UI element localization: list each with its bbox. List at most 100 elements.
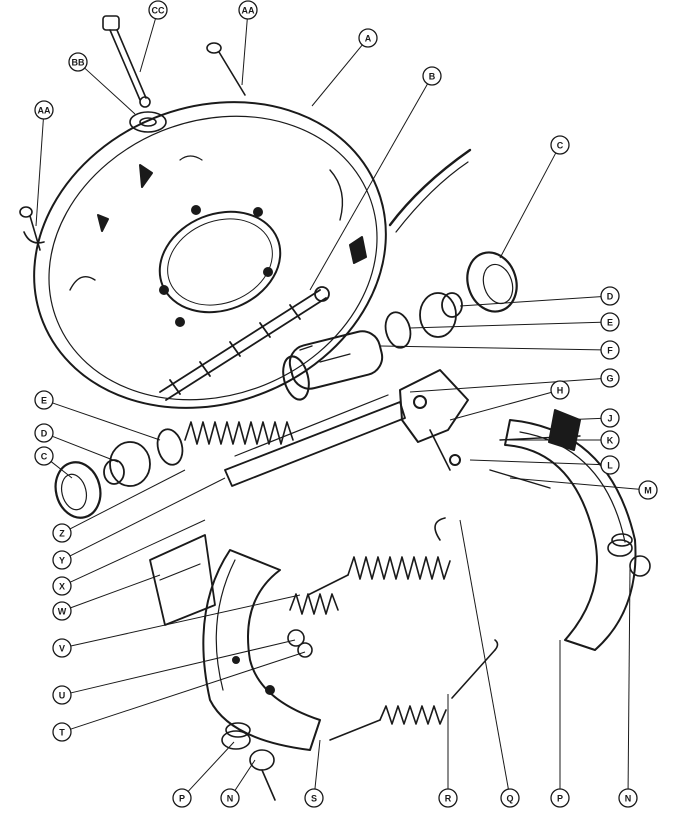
- callout-label: V: [59, 644, 65, 654]
- pull-off-spring-lower: [329, 639, 499, 741]
- callout-label: Y: [59, 556, 65, 566]
- callout-circle: [220, 788, 240, 808]
- callout-circle: [600, 430, 620, 450]
- callout-circle: [600, 455, 620, 475]
- callout-label: CC: [152, 6, 165, 16]
- callout-label: K: [607, 436, 614, 446]
- callout-t: T: [52, 651, 306, 742]
- callout-circle: [304, 788, 324, 808]
- piston-left: [103, 441, 151, 487]
- callout-n-right: N: [618, 567, 638, 808]
- callout-circle: [68, 52, 88, 72]
- callout-label: BB: [72, 58, 85, 68]
- callout-label: P: [179, 794, 185, 804]
- callout-label: C: [557, 141, 564, 151]
- callout-label: D: [607, 292, 614, 302]
- callout-label: A: [365, 34, 372, 44]
- callout-label: D: [41, 429, 48, 439]
- leader-line: [409, 378, 602, 393]
- pull-off-spring-middle: [289, 593, 339, 615]
- seal-cup-left: [156, 428, 184, 466]
- callout-j: J: [559, 408, 620, 428]
- callout-circle: [600, 286, 620, 306]
- callout-circle: [52, 576, 72, 596]
- callout-circle: [600, 340, 620, 360]
- callout-y: Y: [52, 477, 226, 570]
- callout-p-right: P: [550, 640, 570, 808]
- callout-label: Z: [59, 529, 65, 539]
- callout-label: H: [557, 386, 564, 396]
- callout-label: E: [41, 396, 47, 406]
- leader-line: [187, 741, 235, 792]
- callout-label: N: [227, 794, 234, 804]
- callout-circle: [438, 788, 458, 808]
- spring-cup-left: [221, 722, 276, 801]
- leader-line: [627, 567, 631, 790]
- callout-label: L: [607, 461, 613, 471]
- callout-n-left: N: [220, 759, 256, 808]
- leader-line: [459, 519, 509, 790]
- callout-s: S: [304, 739, 324, 808]
- leader-line: [35, 118, 44, 227]
- callout-g: G: [409, 368, 620, 393]
- callout-d-left: D: [34, 423, 119, 463]
- callout-circle: [34, 390, 54, 410]
- callout-circle: [52, 523, 72, 543]
- leader-line: [70, 651, 306, 730]
- leader-line: [499, 152, 557, 259]
- callout-label: S: [311, 794, 317, 804]
- callout-e-left: E: [34, 390, 161, 441]
- callout-b: B: [309, 66, 442, 291]
- callout-k: K: [500, 430, 620, 450]
- callout-circle: [238, 0, 258, 20]
- leader-line: [70, 639, 296, 694]
- callout-w: W: [52, 574, 161, 621]
- leader-line: [311, 44, 363, 107]
- leader-line: [509, 477, 640, 490]
- cylinder-spring: [184, 421, 294, 445]
- leader-line: [234, 759, 256, 791]
- callout-e-right: E: [409, 312, 620, 332]
- callout-circle: [422, 66, 442, 86]
- callout-label: E: [607, 318, 613, 328]
- spring-cup-right: [607, 533, 651, 577]
- callout-l: L: [469, 455, 620, 475]
- callout-h: H: [449, 380, 570, 421]
- callout-p-left: P: [172, 741, 235, 808]
- callout-circle: [52, 638, 72, 658]
- callout-u: U: [52, 639, 296, 705]
- callout-circle: [52, 550, 72, 570]
- callout-z: Z: [52, 469, 186, 543]
- callout-label: W: [58, 607, 67, 617]
- callout-label: F: [607, 346, 613, 356]
- callout-circle: [34, 423, 54, 443]
- leader-line: [314, 739, 321, 790]
- leader-line: [559, 417, 602, 421]
- abutment-strut: [224, 394, 406, 487]
- callout-a: A: [311, 28, 378, 107]
- callout-label: Q: [506, 794, 513, 804]
- leader-line: [469, 459, 602, 466]
- leader-line: [50, 461, 73, 479]
- wheel-cylinder: [282, 330, 384, 401]
- retaining-clip: [129, 111, 167, 133]
- callout-label: AA: [242, 6, 255, 16]
- leader-line: [69, 519, 206, 583]
- callout-circle: [638, 480, 658, 500]
- callout-c-right: C: [499, 135, 570, 259]
- callout-f: F: [379, 340, 620, 360]
- callout-label: B: [429, 72, 436, 82]
- callout-circle: [148, 0, 168, 20]
- callout-circle: [52, 685, 72, 705]
- seal-cup-right: [384, 311, 412, 349]
- callout-label: U: [59, 691, 66, 701]
- adjuster-wheel: [287, 629, 313, 658]
- callout-x: X: [52, 519, 206, 596]
- shoe-pin: [102, 15, 151, 108]
- callout-c-left: C: [34, 446, 73, 479]
- leader-line: [70, 574, 161, 609]
- leader-line: [449, 391, 552, 421]
- callout-circle: [34, 446, 54, 466]
